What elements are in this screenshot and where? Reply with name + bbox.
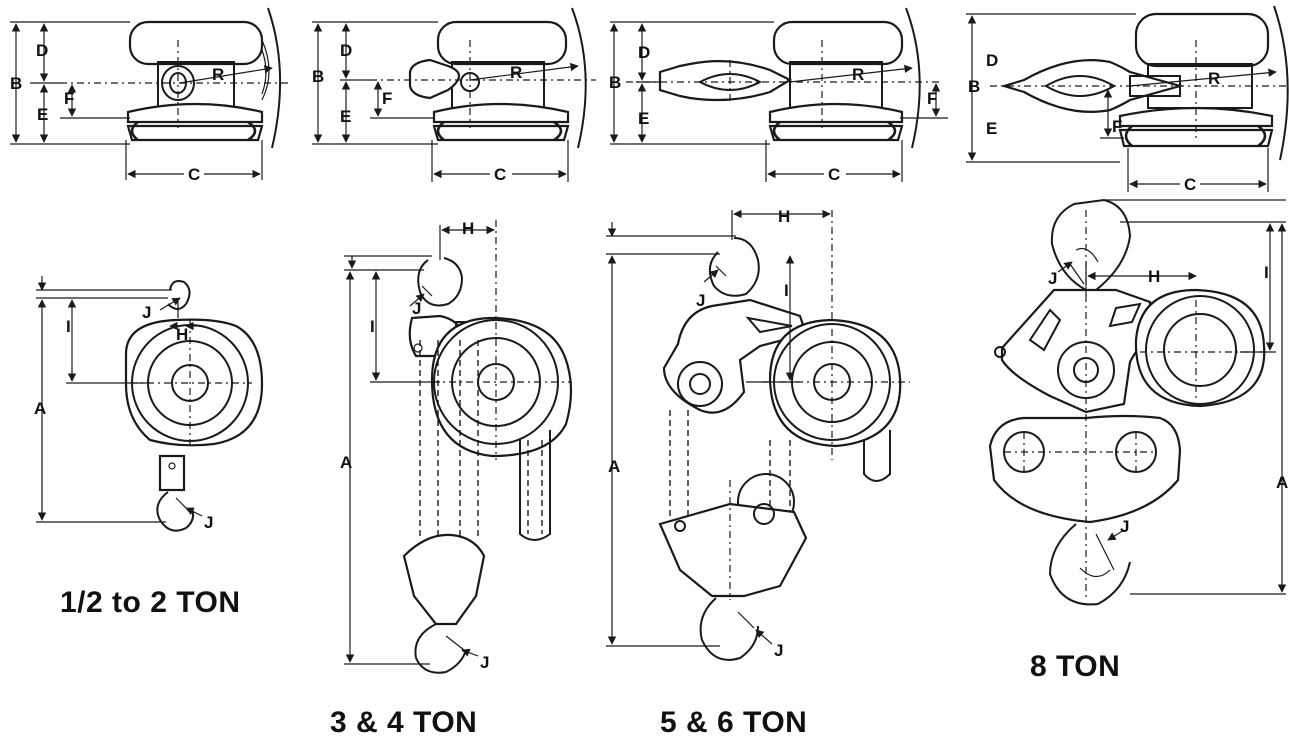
dim-label-d: D [986, 51, 998, 70]
dim-label-j: J [1048, 269, 1057, 288]
top-view-3-4-ton: B D E F C R [312, 7, 596, 184]
dim-label-f: F [382, 89, 392, 108]
dim-label-b: B [312, 67, 324, 86]
dim-label-h: H [176, 325, 188, 344]
dim-label-f: F [1112, 117, 1122, 136]
dim-label-a: A [608, 457, 620, 476]
dim-label-e: E [638, 109, 649, 128]
dim-label-e: E [986, 119, 997, 138]
dim-label-a: A [1276, 473, 1288, 492]
side-view-half-to-2-ton: A I J H J 1/2 to 2 TON [34, 276, 264, 619]
dim-label-d: D [638, 43, 650, 62]
dim-label-r: R [510, 63, 522, 82]
dim-label-a: A [340, 453, 352, 472]
dim-label-c: C [188, 165, 200, 184]
caption-5-6-ton: 5 & 6 TON [660, 706, 807, 739]
caption-half-to-2-ton: 1/2 to 2 TON [60, 586, 241, 619]
dim-label-d: D [36, 41, 48, 60]
dim-label-j: J [480, 653, 489, 672]
caption-3-4-ton: 3 & 4 TON [330, 706, 477, 739]
dim-label-e: E [340, 107, 351, 126]
dim-label-f: F [927, 89, 937, 108]
dim-label-j: J [204, 513, 213, 532]
dim-label-r: R [1208, 69, 1220, 88]
side-view-8-ton: A I J H J 8 TON [988, 198, 1288, 683]
dim-label-i: I [784, 281, 789, 300]
dim-label-i: I [370, 317, 375, 336]
dim-label-b: B [968, 77, 980, 96]
dim-label-b: B [609, 73, 621, 92]
top-view-half-to-2-ton: B D E F C R [10, 7, 290, 184]
dim-label-f: F [64, 89, 74, 108]
dim-label-j: J [696, 291, 705, 310]
side-view-5-6-ton: A I J H J 5 & 6 TON [606, 207, 910, 739]
dim-label-h: H [462, 219, 474, 238]
dim-label-c: C [1184, 175, 1196, 194]
dim-label-j: J [412, 299, 421, 318]
dim-label-a: A [34, 399, 46, 418]
dim-label-h: H [778, 207, 790, 226]
dim-label-c: C [828, 165, 840, 184]
dim-label-j: J [142, 303, 151, 322]
dim-label-e: E [37, 105, 48, 124]
dim-label-i: I [66, 317, 71, 336]
top-view-5-6-ton: B D E F C R [609, 7, 948, 184]
dim-label-r: R [852, 65, 864, 84]
dim-label-h: H [1148, 267, 1160, 286]
dim-label-i: I [1264, 263, 1269, 282]
caption-8-ton: 8 TON [1030, 650, 1120, 683]
dim-label-j: J [774, 641, 783, 660]
top-view-8-ton: B D E F C R [966, 5, 1289, 194]
dim-label-j: J [1120, 517, 1129, 536]
dim-label-b: B [10, 74, 22, 93]
dim-label-r: R [212, 65, 224, 84]
side-view-3-4-ton: A I J H J 3 & 4 TON [330, 219, 573, 739]
dim-label-d: D [340, 41, 352, 60]
dim-label-c: C [494, 165, 506, 184]
